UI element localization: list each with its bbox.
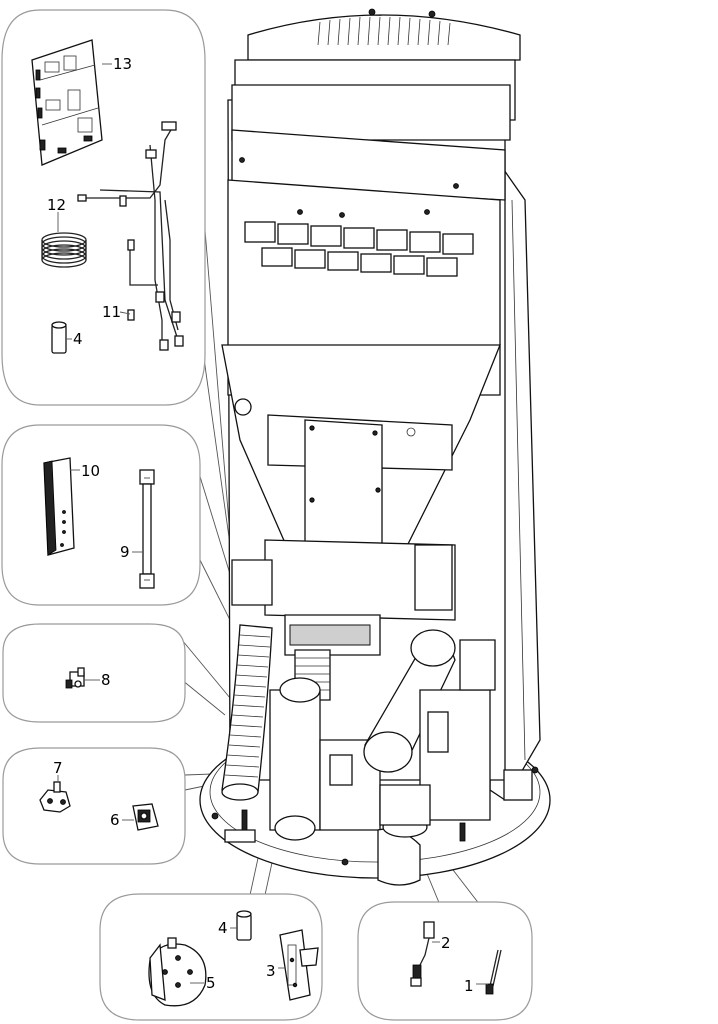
thermal-switch[interactable]: [65, 667, 85, 689]
label-part-13: 13: [113, 55, 132, 73]
control-board[interactable]: [31, 39, 103, 166]
label-part-4-bottom: 4: [218, 919, 228, 937]
label-part-4-top: 4: [73, 330, 83, 348]
rod-thermocouple[interactable]: [485, 949, 502, 995]
spacer-cylinder[interactable]: [51, 321, 67, 354]
mounting-bracket[interactable]: [279, 929, 319, 1001]
wiring-harness[interactable]: [77, 121, 184, 351]
label-part-11: 11: [102, 303, 121, 321]
spacer-cylinder-lower[interactable]: [236, 910, 252, 941]
label-part-1: 1: [464, 977, 474, 995]
label-part-9: 9: [120, 543, 130, 561]
panel-motor-parts: 4 5 3: [99, 893, 323, 1021]
label-part-2: 2: [441, 934, 451, 952]
label-part-8: 8: [101, 671, 111, 689]
label-part-3: 3: [266, 962, 276, 980]
ribbon-cable[interactable]: [139, 469, 155, 589]
label-part-5: 5: [206, 974, 216, 992]
panel-electronics: 13 12 11 4: [1, 9, 206, 406]
wire-coil[interactable]: [41, 232, 87, 268]
igniter-sensor[interactable]: [39, 781, 71, 813]
combustion-fan-motor[interactable]: [148, 937, 207, 1007]
label-part-6: 6: [110, 811, 120, 829]
flex-hose: [221, 624, 273, 801]
panel-probes: 2 1: [357, 901, 533, 1021]
top-grille: [317, 16, 451, 46]
panel-switch: 8: [2, 623, 186, 723]
stove-assembly: [199, 8, 551, 886]
label-part-10: 10: [81, 462, 100, 480]
exhaust-fan: [363, 629, 456, 773]
top-cap: [247, 14, 521, 61]
label-part-7: 7: [53, 759, 63, 777]
vent-grid: [244, 221, 474, 277]
display-keypad[interactable]: [43, 457, 75, 556]
temperature-probe[interactable]: [410, 921, 435, 987]
panel-sensors: 7 6: [2, 747, 186, 865]
panel-display: 10 9: [1, 424, 201, 606]
label-part-12: 12: [47, 196, 66, 214]
pressure-sensor[interactable]: [132, 803, 159, 831]
